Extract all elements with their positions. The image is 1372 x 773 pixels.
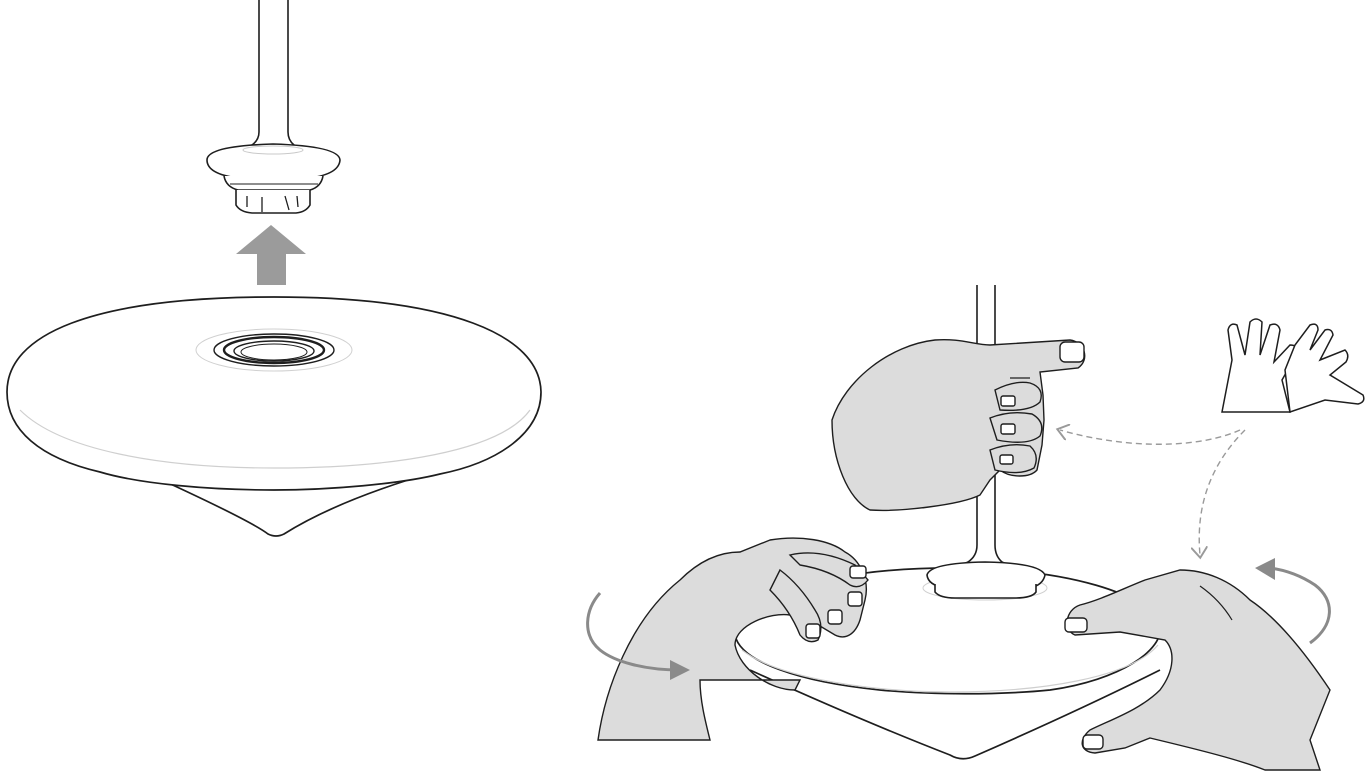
gloves-icon — [1222, 319, 1364, 412]
up-arrow-icon — [236, 225, 306, 285]
step-lift-pole — [7, 0, 541, 536]
hand-gripping-pole — [832, 340, 1085, 511]
pole — [246, 0, 300, 148]
pole-cap — [207, 144, 340, 213]
lamp-base — [7, 297, 541, 536]
step-twist-base — [588, 285, 1364, 770]
dashed-guide-arrows — [1060, 430, 1245, 555]
